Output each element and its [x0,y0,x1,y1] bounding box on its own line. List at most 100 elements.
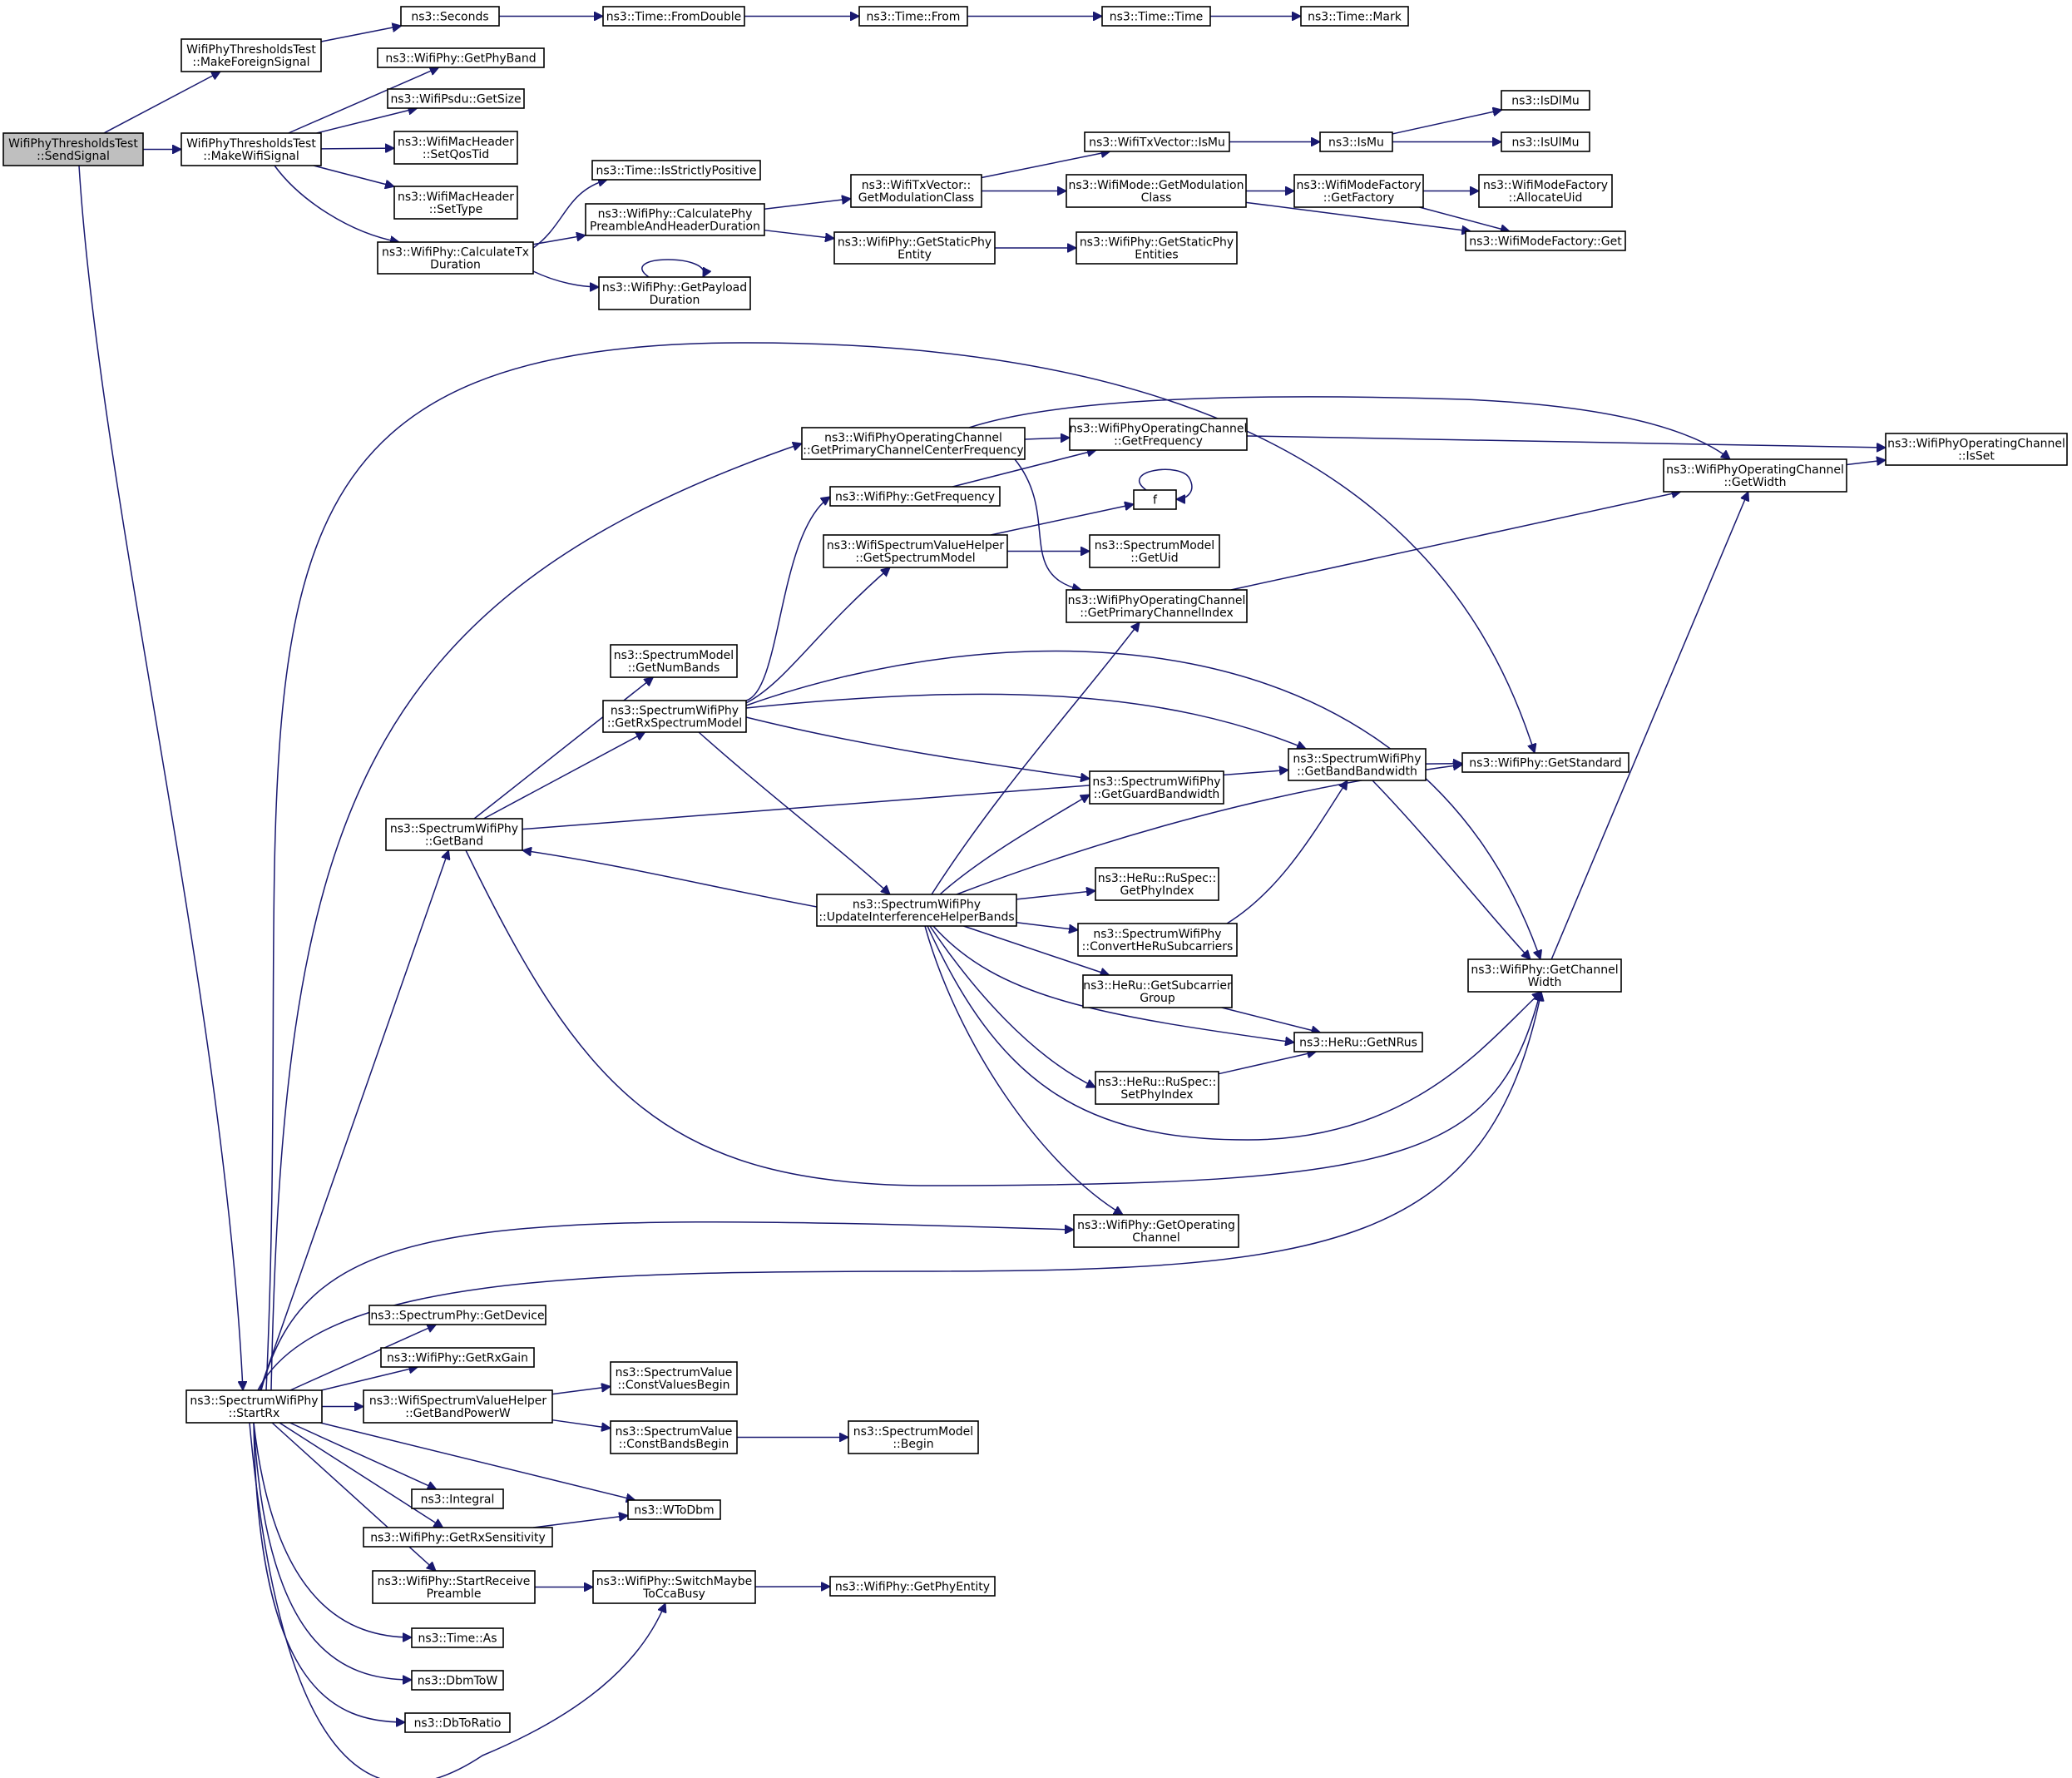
function-node[interactable]: ns3::DbmToW [411,1670,504,1691]
node-label: Class [1141,191,1172,205]
node-label: ns3::WifiModeFactory::Get [1469,235,1622,249]
function-node[interactable]: f [1133,489,1177,510]
function-node[interactable]: ns3::WifiPhy::GetRxGain [380,1347,535,1368]
node-box [1066,589,1248,623]
edges-layer [78,17,1886,1778]
function-node[interactable]: ns3::Seconds [400,6,500,27]
node-box [411,1670,504,1691]
node-label: ns3::SpectrumWifiPhy [853,899,981,912]
function-node[interactable]: ns3::Time::IsStrictlyPositive [591,160,761,181]
function-node[interactable]: ns3::SpectrumWifiPhy::GetBand [385,818,523,851]
function-node[interactable]: ns3::SpectrumPhy::GetDevice [368,1305,546,1325]
function-node[interactable]: ns3::Time::As [411,1627,504,1648]
function-node[interactable]: ns3::WifiSpectrumValueHelper::GetSpectru… [823,534,1008,568]
function-node[interactable]: ns3::SpectrumModel::Begin [848,1420,979,1454]
node-box [1069,418,1248,451]
function-node[interactable]: ns3::WifiPhy::GetPhyBand [377,47,545,68]
function-node[interactable]: ns3::HeRu::RuSpec::GetPhyIndex [1095,867,1219,901]
function-node[interactable]: ns3::SpectrumWifiPhy::StartRx [185,1389,323,1424]
call-edge [924,925,1123,1216]
function-node[interactable]: ns3::IsMu [1319,131,1393,152]
function-node[interactable]: ns3::Time::FromDouble [602,6,745,27]
node-box [610,1420,738,1454]
function-node[interactable]: ns3::Integral [411,1488,504,1509]
call-edge [939,794,1090,895]
function-node[interactable]: ns3::WifiTxVector::IsMu [1084,131,1230,152]
node-label: ns3::HeRu::RuSpec:: [1098,872,1217,885]
function-node[interactable]: ns3::WifiTxVector::GetModulationClass [850,174,982,208]
function-node[interactable]: ns3::WifiModeFactory::Get [1465,230,1626,251]
node-label: Duration [650,294,700,307]
node-box [1293,174,1424,208]
function-node[interactable]: ns3::SpectrumWifiPhy::GetGuardBandwidth [1089,770,1224,805]
node-label: ns3::WifiPhy::GetPhyBand [385,52,536,66]
function-node[interactable]: ns3::SpectrumWifiPhy::ConvertHeRuSubcarr… [1077,923,1238,957]
node-label: ns3::WifiPhy::CalculateTx [382,246,529,260]
call-edge [745,567,890,704]
call-edge [1392,110,1502,135]
function-node[interactable]: ns3::HeRu::RuSpec::SetPhyIndex [1095,1071,1219,1105]
function-node[interactable]: ns3::Time::Mark [1300,6,1409,27]
function-node[interactable]: ns3::WToDbm [627,1499,721,1520]
function-node[interactable]: ns3::WifiPhy::GetRxSensitivity [363,1527,553,1548]
function-node[interactable]: ns3::HeRu::GetNRus [1293,1032,1423,1052]
call-edge [745,650,1540,959]
function-node[interactable]: ns3::WifiPhy::CalculatePhyPreambleAndHea… [585,203,765,236]
function-node[interactable]: ns3::SpectrumModel::GetUid [1089,534,1220,568]
call-edge [1372,780,1531,959]
function-node[interactable]: WifiPhyThresholdsTest::SendSignal [2,132,144,166]
function-node[interactable]: ns3::Time::From [858,6,968,27]
function-node[interactable]: ns3::WifiSpectrumValueHelper::GetBandPow… [363,1389,553,1424]
function-node[interactable]: ns3::WifiPhyOperatingChannel::GetFrequen… [1069,418,1248,451]
node-box [1101,6,1211,27]
function-node[interactable]: ns3::WifiMode::GetModulationClass [1066,174,1247,208]
function-node[interactable]: ns3::WifiPhy::GetPhyEntity [829,1576,996,1597]
function-node[interactable]: WifiPhyThresholdsTest::MakeForeignSignal [180,38,322,72]
function-node[interactable]: ns3::SpectrumValue::ConstValuesBegin [610,1361,738,1395]
function-node[interactable]: ns3::WifiMacHeader::SetType [393,186,518,220]
call-edge [551,1386,611,1395]
call-edge [289,1325,437,1391]
call-edge [103,71,220,134]
function-node[interactable]: ns3::IsUlMu [1501,131,1590,152]
node-label: ::GetGuardBandwidth [1094,788,1220,801]
node-box [380,1347,535,1368]
node-label: ns3::WifiPhy::GetStandard [1469,757,1621,770]
node-box [404,1712,511,1733]
function-node[interactable]: ns3::WifiModeFactory::AllocateUid [1478,174,1613,208]
function-node[interactable]: ns3::WifiPhy::GetFrequency [829,486,1001,507]
function-node[interactable]: ns3::WifiPhyOperatingChannel::IsSet [1885,433,2068,466]
node-label: ::IsSet [1958,450,1995,463]
call-edge [1014,458,1081,590]
node-label: Duration [430,259,481,272]
node-box [393,131,518,165]
function-node[interactable]: ns3::SpectrumWifiPhy::UpdateInterference… [816,894,1017,927]
function-node[interactable]: ns3::SpectrumWifiPhy::GetRxSpectrumModel [602,700,747,733]
function-node[interactable]: ns3::WifiPhyOperatingChannel::GetPrimary… [1066,589,1248,623]
function-node[interactable]: ns3::WifiPhy::GetStandard [1461,752,1629,773]
function-node[interactable]: ns3::IsDlMu [1501,90,1590,111]
function-node[interactable]: ns3::SpectrumValue::ConstBandsBegin [610,1420,738,1454]
function-node[interactable]: ns3::WifiPhyOperatingChannel::GetPrimary… [801,427,1026,460]
function-node[interactable]: ns3::SpectrumModel::GetNumBands [610,644,738,678]
function-node[interactable]: ns3::WifiMacHeader::SetQosTid [393,131,518,165]
function-node[interactable]: ns3::SpectrumWifiPhy::GetBandBandwidth [1288,748,1427,781]
function-node[interactable]: ns3::WifiPsdu::GetSize [387,88,525,109]
node-label: ::GetPrimaryChannelCenterFrequency [803,444,1023,458]
function-node[interactable]: ns3::WifiModeFactory::GetFactory [1293,174,1424,208]
node-label: ns3::HeRu::GetNRus [1299,1037,1417,1050]
function-node[interactable]: ns3::WifiPhyOperatingChannel::GetWidth [1663,458,1847,493]
function-node[interactable]: ns3::DbToRatio [404,1712,511,1733]
node-label: ::GetPrimaryChannelIndex [1080,607,1234,620]
function-node[interactable]: ns3::Time::Time [1101,6,1211,27]
function-node[interactable]: WifiPhyThresholdsTest::MakeWifiSignal [180,132,322,166]
